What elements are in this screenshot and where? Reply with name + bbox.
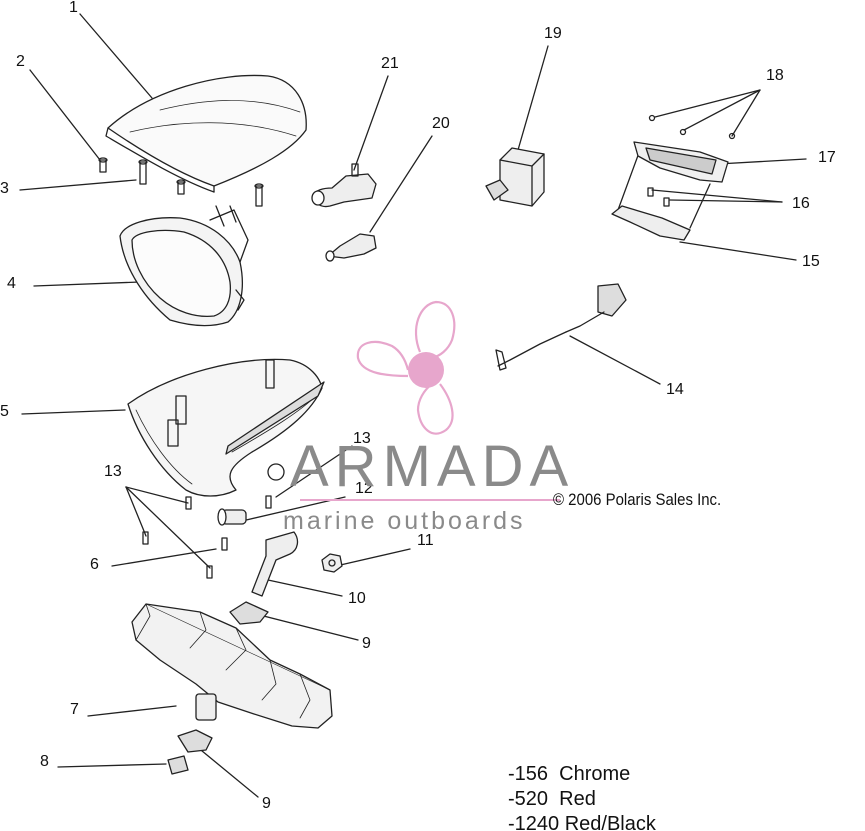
bulb-socket-part [311,163,377,208]
callout-11: 11 [417,532,434,549]
switch-part [485,147,545,207]
callout-1: 1 [69,0,78,16]
callout-12: 12 [355,480,373,497]
callout-18: 18 [766,67,784,84]
callout-19: 19 [544,25,562,42]
screws-and-standoffs [98,157,264,207]
copyright-text: © 2006 Polaris Sales Inc. [553,490,722,509]
callout-16: 16 [792,195,810,212]
leader-lines [19,13,807,798]
propeller-hub-icon [408,352,444,388]
lever-part [251,531,299,597]
color-option: -156 Chrome [508,763,631,785]
callout-7: 7 [70,701,79,718]
nut-part [321,553,343,573]
callout-10: 10 [348,590,366,607]
watermark-title: ARMADA [290,434,575,499]
callout-9-upper: 9 [362,635,371,652]
propeller-logo [356,300,456,435]
color-option: -1240 Red/Black [508,813,656,831]
callout-13-left: 13 [104,463,122,480]
headlight-housing-part [119,205,249,327]
color-option: -520 Red [508,788,596,810]
cylinder-part [195,693,217,721]
callout-21: 21 [381,55,399,72]
small-fasteners [142,495,272,579]
callout-17: 17 [818,149,836,166]
callout-6: 6 [90,556,99,573]
taillight-assembly [611,114,736,241]
plug-part [167,755,189,775]
callout-8: 8 [40,753,49,770]
bulb-part [325,233,377,262]
watermark-subtitle: marine outboards [283,507,526,535]
callout-13-right: 13 [353,430,371,447]
callout-3: 3 [0,180,9,197]
callout-9-lower: 9 [262,795,271,812]
callout-5: 5 [0,403,9,420]
callout-2: 2 [16,53,25,70]
lower-bracket-part [131,603,333,729]
grommet-upper-part [229,601,269,625]
lower-shroud-part [127,358,325,497]
callout-15: 15 [802,253,820,270]
grommet-lower-part [177,729,213,753]
color-options-list: -156 Chrome -520 Red -1240 Red/Black [508,762,656,831]
top-cover-part [105,74,307,193]
callout-4: 4 [7,275,16,292]
callout-14: 14 [666,381,684,398]
wire-harness-part [495,283,627,371]
callout-20: 20 [432,115,450,132]
